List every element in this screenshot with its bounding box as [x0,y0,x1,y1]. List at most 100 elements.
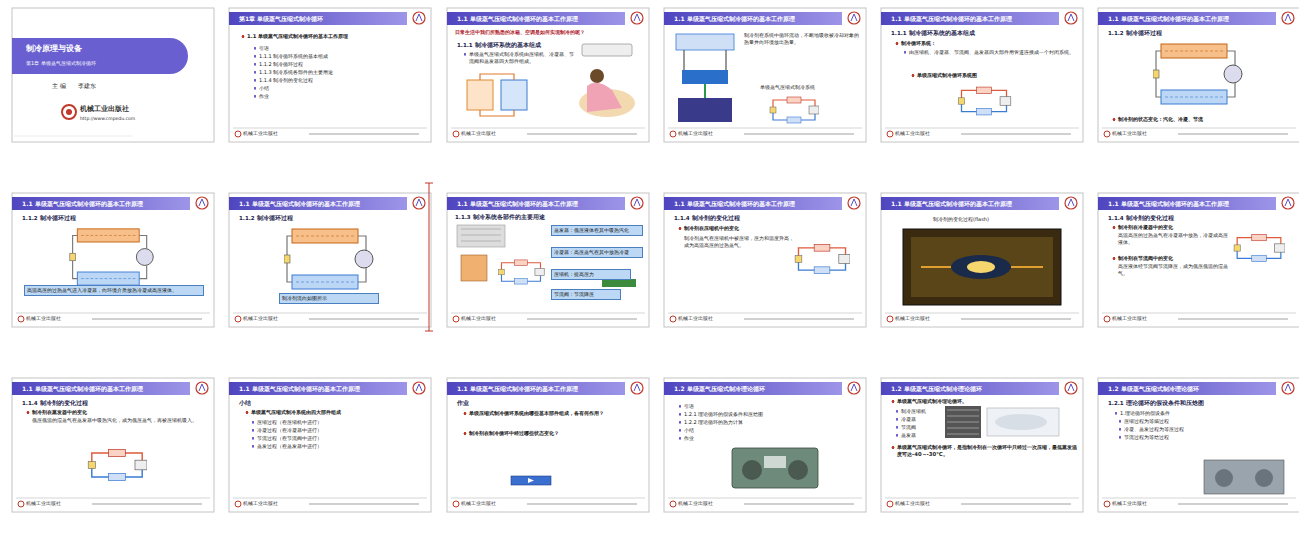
intro-question: 日常生活中我们所熟悉的冰箱、空调是如何实现制冷的呢？ [455,29,643,36]
bullet-text: 制冷剂在压缩机中的变化 [678,225,858,232]
slide-thumbnail: 1.2 单级蒸气压缩式制冷理论循环引语1.2.1 理论循环的假设条件和压焓图1.… [664,378,866,512]
slide-header: 1.1 单级蒸气压缩式制冷循环的基本工作原理 [881,197,1059,210]
sub-bullet: 1.理论循环的假设条件 [1114,410,1289,417]
bullet-text: 制冷循环系统： [895,40,1075,47]
bullet-text: 单级蒸气压缩式制冷循环，是指制冷剂在一次循环中只经过一次压缩，最低蒸发温度可达-… [891,444,1077,458]
section-heading: 作业 [457,400,557,407]
footer-publisher: 机械工业出版社 [461,131,521,137]
sub-bullet: 冷凝过程（在冷凝器中进行） [251,427,421,434]
slide-thumbnail: 1.2 单级蒸气压缩式制冷理论循环单级蒸气压缩式制冷理论循环。制冷压缩机冷凝器节… [881,378,1083,512]
bullet-text: 单级蒸气压缩式制冷理论循环。 [891,398,1076,405]
footer-publisher: 机械工业出版社 [895,501,955,507]
slide-header: 1.1 单级蒸气压缩式制冷循环的基本工作原理 [447,197,625,210]
slide-thumbnail: 1.1 单级蒸气压缩式制冷循环的基本工作原理 1.1.2 制冷循环过程制冷剂的状态… [1098,8,1299,142]
slide-header: 1.1 单级蒸气压缩式制冷循环的基本工作原理 [12,382,190,395]
publisher-name: 机械工业出版社 [80,105,190,114]
sub-bullet: 1.1.1 制冷循环系统的基本组成 [253,53,418,60]
slide-thumbnail: 1.1 单级蒸气压缩式制冷循环的基本工作原理 1.1.1 制冷循环系统的基本组成制… [881,8,1083,142]
footer-publisher: 机械工业出版社 [1112,131,1172,137]
callout-note: 制冷剂流向如图所示 [279,293,379,304]
slide-header: 1.1 单级蒸气压缩式制冷循环的基本工作原理 [881,12,1059,25]
slide-header: 1.1 单级蒸气压缩式制冷循环的基本工作原理 [664,197,842,210]
footer-publisher: 机械工业出版社 [678,316,738,322]
callout-note: 蒸发器：低压液体在其中吸热汽化 [551,225,643,236]
body-text: 制冷剂在系统中循环流动，不断地吸收被冷却对象的热量并向环境放出热量。 [744,32,860,46]
flash-animation-frame [903,229,1061,305]
slide-header: 第1章 单级蒸气压缩式制冷循环 [229,12,407,25]
body-text: 制冷剂蒸气在压缩机中被压缩，压力和温度升高，成为高温高压的过热蒸气。 [684,235,794,249]
footer-publisher: 机械工业出版社 [243,131,303,137]
bullet-text: 单级蒸气压缩式制冷系统由四大部件组成 [245,409,423,416]
section-heading: 1.1.2 制冷循环过程 [239,215,424,222]
footer-publisher: 机械工业出版社 [678,131,738,137]
slide-header: 1.1 单级蒸气压缩式制冷循环的基本工作原理 [664,12,842,25]
section-heading: 1.1.2 制冷循环过程 [22,215,207,222]
slide-header: 1.1 单级蒸气压缩式制冷循环的基本工作原理 [229,382,407,395]
component-pictures [945,406,1059,438]
slide-thumbnail: 1.1 单级蒸气压缩式制冷循环的基本工作原理 1.1.2 制冷循环过程高温高压的过… [12,193,214,327]
sub-bullet: 作业 [253,93,418,100]
section-heading: 1.1.1 制冷循环系统的基本组成 [457,42,577,49]
slide-header: 1.2 单级蒸气压缩式制冷理论循环 [1098,382,1276,395]
slide-thumbnail: 1.1 单级蒸气压缩式制冷循环的基本工作原理 1.1.4 制冷剂的变化过程制冷剂在… [12,378,214,512]
title-slide-art [12,38,188,136]
bullet-text: 制冷剂在制冷循环中经过哪些状态变化？ [463,430,641,437]
footer-publisher: 机械工业出版社 [26,316,86,322]
sub-bullet: 1.1.3 制冷系统各部件的主要用途 [253,69,418,76]
slide-decorations [16,12,1296,507]
footer-publisher: 机械工业出版社 [895,131,955,137]
body-text: 高温高压的过热蒸气在冷凝器中放热，冷凝成高压液体。 [1118,232,1228,246]
slide-thumbnail: 1.1 单级蒸气压缩式制冷循环的基本工作原理制冷剂在系统中循环流动，不断地吸收被… [664,8,866,142]
slide-thumbnail: 1.1 单级蒸气压缩式制冷循环的基本工作原理小结单级蒸气压缩式制冷系统由四大部件… [229,378,431,512]
slide-header: 1.1 单级蒸气压缩式制冷循环的基本工作原理 [1098,12,1276,25]
slide-thumbnail: 第1章 单级蒸气压缩式制冷循环1.1 单级蒸气压缩式制冷循环的基本工作原理引语1… [229,8,431,142]
body-text: 低压低温的湿蒸气在蒸发器中吸热汽化，成为低压蒸气，再被压缩机吸入。 [32,417,204,424]
sub-bullet: 小结 [253,85,418,92]
slide-header: 1.1 单级蒸气压缩式制冷循环的基本工作原理 [12,197,190,210]
body-text: 制冷剂的变化过程(flash) [933,216,1073,223]
sub-bullet: 由压缩机、冷凝器、节流阀、蒸发器四大部件用管道连接成一个封闭系统。 [903,49,1075,56]
sub-bullet: 压缩过程为等熵过程 [1118,418,1238,425]
sub-bullet: 单级蒸气压缩式制冷系统由压缩机、冷凝器、节流阀和蒸发器四大部件组成。 [463,51,575,65]
footer-publisher: 机械工业出版社 [26,501,86,507]
sub-bullet: 节流阀 [895,424,943,431]
sub-bullet: 制冷压缩机 [895,408,943,415]
sub-bullet: 蒸发器 [895,432,943,439]
footer-publisher: 机械工业出版社 [243,316,303,322]
footer-publisher: 机械工业出版社 [1112,501,1172,507]
section-heading: 1.1.2 制冷循环过程 [1108,30,1293,37]
slide-header: 1.2 单级蒸气压缩式制冷理论循环 [664,382,842,395]
system-illustration [676,34,819,123]
bullet-text: 制冷剂的状态变化：汽化、冷凝、节流 [1112,116,1292,123]
section-heading: 1.1.1 制冷循环系统的基本组成 [891,30,1076,37]
slide-thumbnail: 1.1 单级蒸气压缩式制冷循环的基本工作原理1.1.4 制冷剂的变化过程制冷剂在… [1098,193,1299,327]
sub-bullet: 节流过程为等焓过程 [1118,434,1238,441]
sub-bullet: 冷凝、蒸发过程为等压过程 [1118,426,1238,433]
slide-header: 1.1 单级蒸气压缩式制冷循环的基本工作原理 [229,197,407,210]
slide-header: 1.2 单级蒸气压缩式制冷理论循环 [881,382,1059,395]
slide-header: 1.1 单级蒸气压缩式制冷循环的基本工作原理 [1098,197,1276,210]
callout-note: 高温高压的过热蒸气进入冷凝器，向环境介质放热冷凝成高压液体。 [24,285,204,296]
section-heading: 1.2.1 理论循环的假设条件和压焓图 [1108,400,1293,407]
sub-bullet: 1.2.2 理论循环的热力计算 [678,419,838,426]
body-text: 单级蒸气压缩式制冷系统 [760,84,860,91]
chapter-title: 第1章 单级蒸气压缩式制冷循环 [26,60,181,67]
chiller-unit-photo [1204,460,1284,494]
slide-thumbnail: 1.1 单级蒸气压缩式制冷循环的基本工作原理1.1.4 制冷剂的变化过程制冷剂在… [664,193,866,327]
sub-bullet: 1.1.4 制冷剂的变化过程 [253,77,418,84]
slide-thumbnail: 制冷原理与设备第1章 单级蒸气压缩式制冷循环主 编 李建东机械工业出版社http… [12,8,214,142]
footer-publisher: 机械工业出版社 [678,501,738,507]
callout-note: 冷凝器：高压蒸气在其中放热冷凝 [551,247,643,258]
sub-bullet: 1.2.1 理论循环的假设条件和压焓图 [678,411,838,418]
callout-note: 节流阀：节流降压 [551,289,621,300]
callout-note: 压缩机：提高压力 [551,269,631,280]
slide-thumbnail: 1.1 单级蒸气压缩式制冷循环的基本工作原理制冷剂的变化过程(flash) 机械工… [881,193,1083,327]
author-line: 主 编 李建东 [52,82,192,90]
bullet-text: 制冷剂在冷凝器中的变化 [1112,224,1292,231]
section-heading: 1.1.3 制冷系统各部件的主要用途 [455,214,641,221]
section-heading: 1.1.4 制冷剂的变化过程 [22,400,207,407]
bullet-text: 制冷剂在蒸发器中的变化 [26,409,206,416]
footer-publisher: 机械工业出版社 [895,316,955,322]
